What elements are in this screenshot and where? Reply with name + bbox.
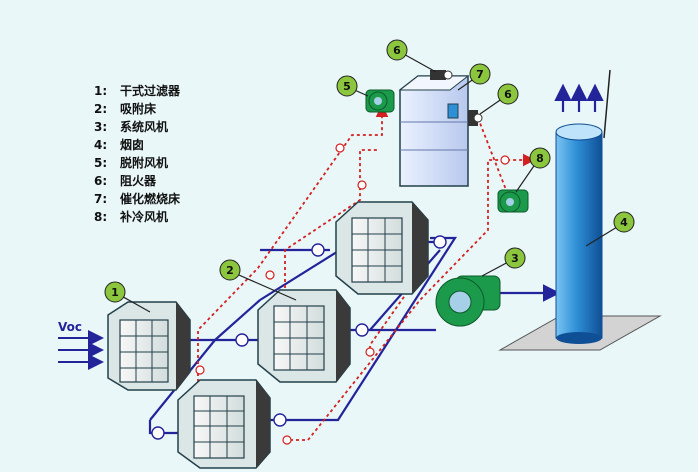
svg-text:6: 6	[393, 44, 401, 57]
chimney	[498, 69, 662, 351]
callout-7: 7	[457, 63, 491, 91]
adsorption-bed-bottom	[177, 379, 271, 469]
flame-arrester-top	[430, 70, 453, 80]
svg-text:2: 2	[226, 264, 234, 277]
callout-3: 3	[481, 247, 526, 277]
legend-item: 6:阻火器	[94, 174, 157, 188]
dry-filter	[107, 301, 191, 391]
callout-1: 1	[104, 281, 151, 313]
svg-text:8: 8	[536, 152, 544, 165]
svg-text:3: 3	[511, 252, 519, 265]
valves	[151, 235, 447, 440]
legend: 1:干式过滤器 2:吸附床 3:系统风机 4:烟囱 5:脱附风机 6:阻火器 7…	[94, 82, 180, 226]
adsorption-bed-top	[335, 201, 429, 295]
catalytic-combustion-bed	[398, 75, 470, 187]
legend-item: 4:烟囱	[94, 138, 145, 152]
desorption-fan	[365, 89, 395, 113]
callout-8: 8	[515, 147, 551, 193]
legend-item: 7:催化燃烧床	[94, 192, 181, 206]
system-fan	[435, 275, 501, 327]
legend-item: 5:脱附风机	[94, 156, 169, 170]
legend-item: 1:干式过滤器	[94, 84, 181, 98]
callout-2: 2	[219, 259, 297, 301]
svg-text:5: 5	[343, 80, 351, 93]
damper-valves	[195, 143, 510, 445]
flame-arrester-side	[468, 110, 483, 126]
cooling-fan	[497, 189, 529, 213]
legend-item: 2:吸附床	[94, 102, 157, 116]
callout-5: 5	[336, 75, 369, 97]
callout-6-side: 6	[479, 83, 519, 115]
adsorption-bed-middle	[257, 289, 351, 383]
svg-text:1: 1	[111, 286, 119, 299]
legend-item: 8:补冷风机	[94, 210, 169, 224]
voc-inlet-label: Voc	[58, 320, 82, 334]
svg-text:4: 4	[620, 216, 628, 229]
callout-4: 4	[585, 211, 635, 247]
callout-6-top: 6	[386, 39, 437, 73]
legend-item: 3:系统风机	[94, 120, 169, 134]
svg-text:7: 7	[476, 68, 484, 81]
inlet-arrows: Voc	[58, 320, 104, 370]
svg-text:6: 6	[504, 88, 512, 101]
